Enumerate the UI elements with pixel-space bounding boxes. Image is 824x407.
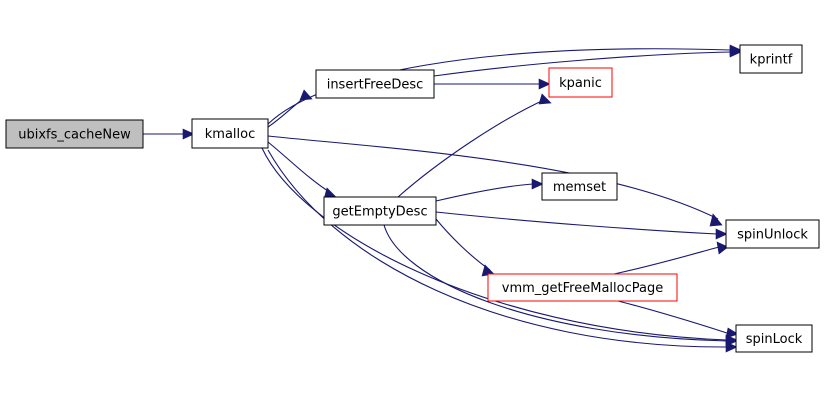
edge-line [267,149,728,348]
edge-line [261,147,728,341]
node-box[interactable] [725,219,820,249]
node-box[interactable] [5,119,144,149]
arrowhead-icon [715,228,728,240]
node-vmm_getFreeMallocPage[interactable]: vmm_getFreeMallocPage [487,273,678,302]
edge-line [435,211,718,235]
node-label: spinLock [746,332,803,347]
call-edge [434,78,551,90]
call-edge [143,128,195,140]
arrowhead-icon [725,341,738,353]
node-box[interactable] [191,118,269,149]
edge-line [397,98,547,198]
node-box[interactable] [735,324,813,353]
edge-line [435,218,491,271]
node-label: kmalloc [205,127,255,142]
call-edge [267,149,738,353]
call-edge [261,147,738,346]
call-edge [267,89,313,128]
node-label: spinUnlock [737,228,808,243]
arrowhead-icon [299,89,313,101]
node-box[interactable] [739,44,803,74]
node-label: getEmptyDesc [332,205,427,220]
arrowhead-icon [716,241,729,255]
node-label: memset [553,180,606,195]
node-memset[interactable]: memset [541,172,618,201]
call-edge [435,178,544,202]
node-spinLock[interactable]: spinLock [735,324,813,353]
arrowhead-icon [538,78,551,90]
call-edge [267,141,337,200]
call-edge [397,93,552,198]
node-kmalloc[interactable]: kmalloc [191,118,269,149]
call-edge [433,46,742,77]
call-edge [435,211,728,240]
arrowhead-icon [182,128,195,140]
edge-line [435,183,534,202]
edges-layer [143,44,742,353]
node-box[interactable] [548,67,613,98]
node-getEmptyDesc[interactable]: getEmptyDesc [323,196,437,226]
node-label: ubixfs_cacheNew [18,128,131,143]
node-box[interactable] [323,196,437,226]
node-label: kpanic [559,76,602,91]
node-box[interactable] [487,273,678,302]
edge-line [433,51,732,77]
call-edge [435,218,495,277]
arrowhead-icon [531,178,544,190]
node-ubixfs_cacheNew[interactable]: ubixfs_cacheNew [5,119,144,149]
node-label: insertFreeDesc [327,78,424,93]
node-box[interactable] [315,69,435,99]
node-insertFreeDesc[interactable]: insertFreeDesc [315,69,435,99]
node-kpanic[interactable]: kpanic [548,67,613,98]
edge-line [613,246,720,275]
call-edge [267,135,723,227]
edge-line [617,300,728,334]
call-edge [613,241,729,275]
arrowhead-icon [725,327,739,339]
edge-line [383,224,728,342]
nodes-layer: ubixfs_cacheNew kmalloc insertFreeDesc kpan… [5,44,820,353]
arrowhead-icon [538,93,552,105]
node-spinUnlock[interactable]: spinUnlock [725,219,820,249]
node-label: kprintf [750,53,793,68]
arrowhead-icon [709,213,723,227]
node-label: vmm_getFreeMallocPage [502,281,663,296]
edge-line [267,141,332,194]
edge-line [267,135,719,220]
node-box[interactable] [541,172,618,201]
arrowhead-icon [729,46,742,58]
node-kprintf[interactable]: kprintf [739,44,803,74]
call-edge [617,300,739,339]
